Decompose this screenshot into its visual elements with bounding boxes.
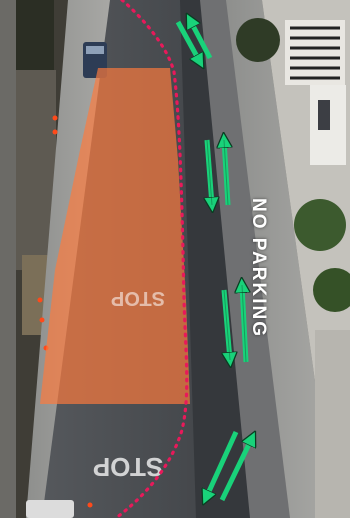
truck-windshield — [86, 46, 104, 54]
tree-right-1 — [294, 199, 346, 251]
building-window — [318, 100, 330, 130]
parked-car-bottom — [26, 500, 74, 518]
right-curb-building — [315, 330, 350, 518]
stop-marking-upper: STOP — [111, 287, 165, 309]
striped-mural-building — [285, 20, 345, 85]
tree-right-3 — [236, 18, 280, 62]
two-way-traffic-arrow-icon — [175, 20, 252, 500]
left-trees — [16, 0, 54, 70]
right-parking-strip — [200, 0, 290, 518]
two-way-traffic-arrow-outline — [206, 139, 247, 363]
dotted-boundary-line — [114, 0, 189, 518]
right-sidewalk — [226, 0, 334, 518]
tree-right-2 — [313, 268, 350, 312]
mural-stripes — [290, 26, 340, 80]
stop-marking-lower: STOP — [93, 452, 163, 482]
construction-zone — [40, 68, 190, 404]
